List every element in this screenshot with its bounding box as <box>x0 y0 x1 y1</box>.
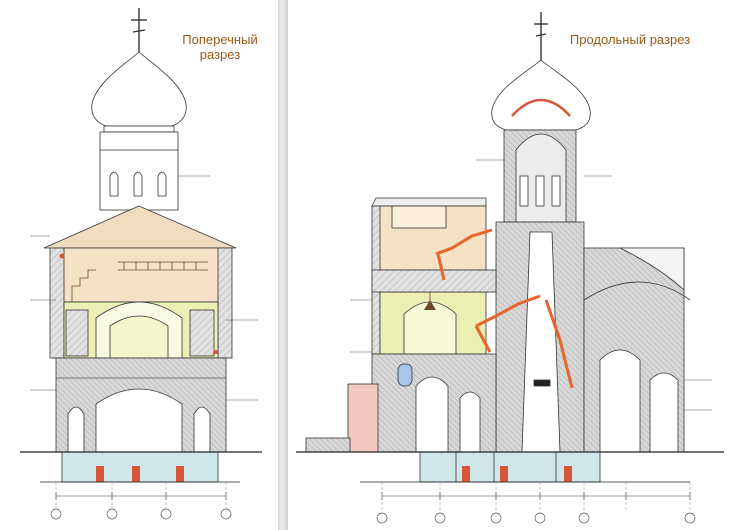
axis-marker <box>434 512 446 524</box>
cross-section-title: Поперечный разрез <box>182 32 258 62</box>
cross-section-drawing <box>20 8 262 508</box>
axis-marker <box>160 508 172 520</box>
bell-tower-cross <box>534 12 548 60</box>
load-path-arrows <box>435 228 574 389</box>
pink-room <box>347 383 379 453</box>
axis-marker <box>106 508 118 520</box>
axis-marker <box>50 508 62 520</box>
sheet-divider <box>278 0 288 530</box>
pitched-roof <box>43 205 237 249</box>
longitudinal-section-drawing <box>296 12 724 512</box>
longitudinal-basement <box>419 451 601 483</box>
axis-markers <box>50 508 696 524</box>
axis-marker <box>490 512 502 524</box>
axis-marker <box>220 508 232 520</box>
dome-drum <box>99 131 179 211</box>
axis-marker <box>534 512 546 524</box>
onion-dome <box>91 51 187 127</box>
axis-marker <box>684 512 696 524</box>
tower-dome <box>491 59 591 131</box>
axis-marker <box>376 512 388 524</box>
attic-space <box>61 247 221 303</box>
axis-marker <box>578 512 590 524</box>
dome-cross <box>131 8 147 52</box>
longitudinal-section-title: Продольный разрез <box>569 32 691 47</box>
